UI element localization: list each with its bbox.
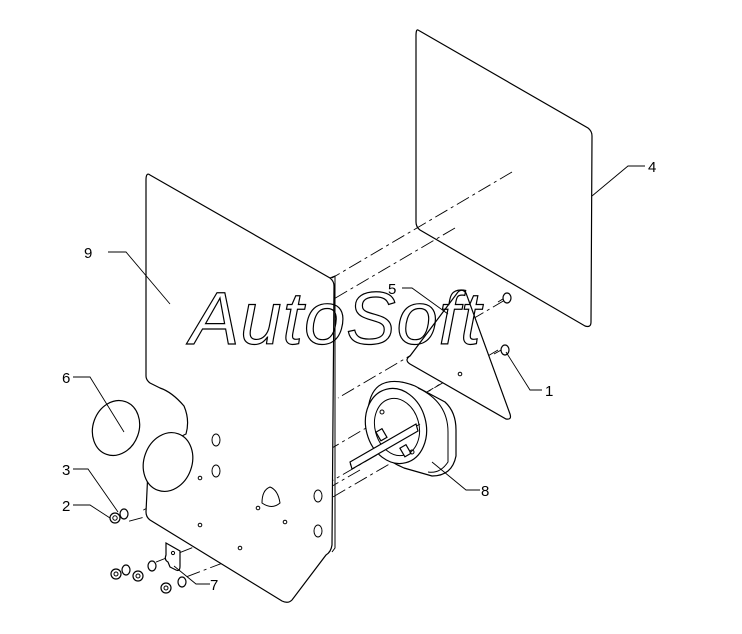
callout-5: 5 <box>388 281 396 298</box>
callout-1: 1 <box>545 383 553 400</box>
plate-round-opening <box>142 432 194 492</box>
callout-8: 8 <box>481 483 489 500</box>
parts-2-3-nuts-washers <box>109 508 187 594</box>
callout-2: 2 <box>62 498 70 515</box>
nut-set-left-1 <box>110 568 122 580</box>
nut-set-bottom-1 <box>160 582 172 594</box>
nut-set-left-2 <box>121 564 131 576</box>
nut-set-bottom-2 <box>177 576 187 588</box>
part-6-cover-disc <box>91 399 141 457</box>
screw-upper <box>497 292 512 304</box>
screw-lower <box>493 344 510 356</box>
part-9-mounting-plate <box>145 173 336 603</box>
nut-set-left-3 <box>132 570 144 582</box>
callout-7: 7 <box>210 577 218 594</box>
callout-9: 9 <box>84 245 92 262</box>
watermark-text: AutoSoft <box>186 277 484 360</box>
part-1-screws <box>493 292 512 356</box>
callout-labels: 9 6 3 2 4 5 1 8 7 <box>62 159 656 594</box>
part-7-bracket-clip <box>164 541 181 572</box>
leader-lines <box>73 165 645 585</box>
callout-6: 6 <box>62 370 70 387</box>
part-8-gauge-housing <box>349 380 457 477</box>
callout-4: 4 <box>648 159 656 176</box>
nut-set-left-4 <box>147 560 157 572</box>
part-5-triangular-bracket <box>406 289 512 420</box>
part-4-rear-panel <box>415 29 593 328</box>
callout-3: 3 <box>62 462 70 479</box>
nut-washer-set-upper <box>109 508 129 524</box>
